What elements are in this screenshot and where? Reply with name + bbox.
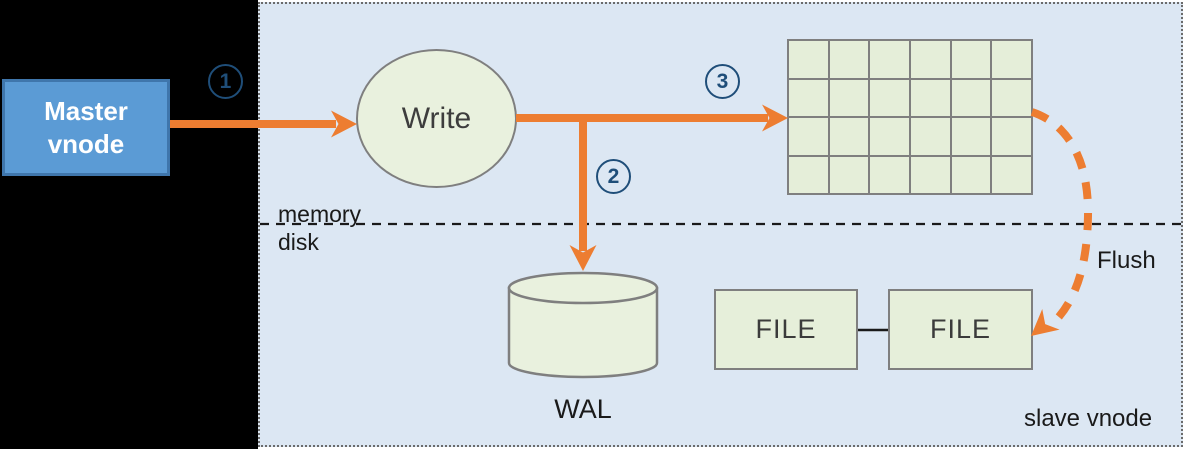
grid-cell [829,41,869,78]
grid-cell [951,156,991,193]
grid-cell [870,156,909,193]
grid-cell [951,79,991,116]
grid-cell [911,41,950,78]
grid-cell [870,41,909,78]
grid-cell [992,118,1031,155]
memory-label: memory [278,201,362,227]
grid-cell [829,156,869,193]
step-1-number: 1 [219,69,232,93]
disk-label: disk [278,229,319,255]
grid-cell [992,79,1031,116]
write-node-label: Write [401,101,472,135]
wal-label: WAL [554,394,612,424]
grid-cell [870,79,909,116]
master-vnode-label-line2: vnode [47,128,125,159]
grid-cell [911,79,950,116]
master-vnode-box: Master vnode [2,79,170,176]
grid-cell [789,118,828,155]
step-2-badge: 2 [596,159,631,194]
file-box-1: FILE [714,289,858,370]
grid-cell [951,118,991,155]
grid-cell [789,79,828,116]
file-box-2-label: FILE [929,314,992,344]
step-3-number: 3 [716,69,729,93]
grid-cell [789,156,828,193]
step-3-badge: 3 [705,64,740,99]
flush-label: Flush [1097,247,1156,274]
step-1-badge: 1 [208,64,243,99]
grid-cell [911,156,950,193]
file-box-1-label: FILE [755,314,817,344]
master-vnode-label-line1: Master [44,96,128,126]
grid-cell [789,41,828,78]
grid-cell [951,41,991,78]
grid-cell [992,156,1031,193]
grid-cell [829,79,869,116]
step-2-number: 2 [607,164,620,188]
grid-cell [911,118,950,155]
write-node: Write [356,49,517,188]
file-box-2: FILE [888,289,1033,370]
grid-cell [870,118,909,155]
slave-vnode-label: slave vnode [1024,405,1153,432]
grid-cell [992,41,1031,78]
grid-cell [829,118,869,155]
memtable-grid [787,39,1033,195]
